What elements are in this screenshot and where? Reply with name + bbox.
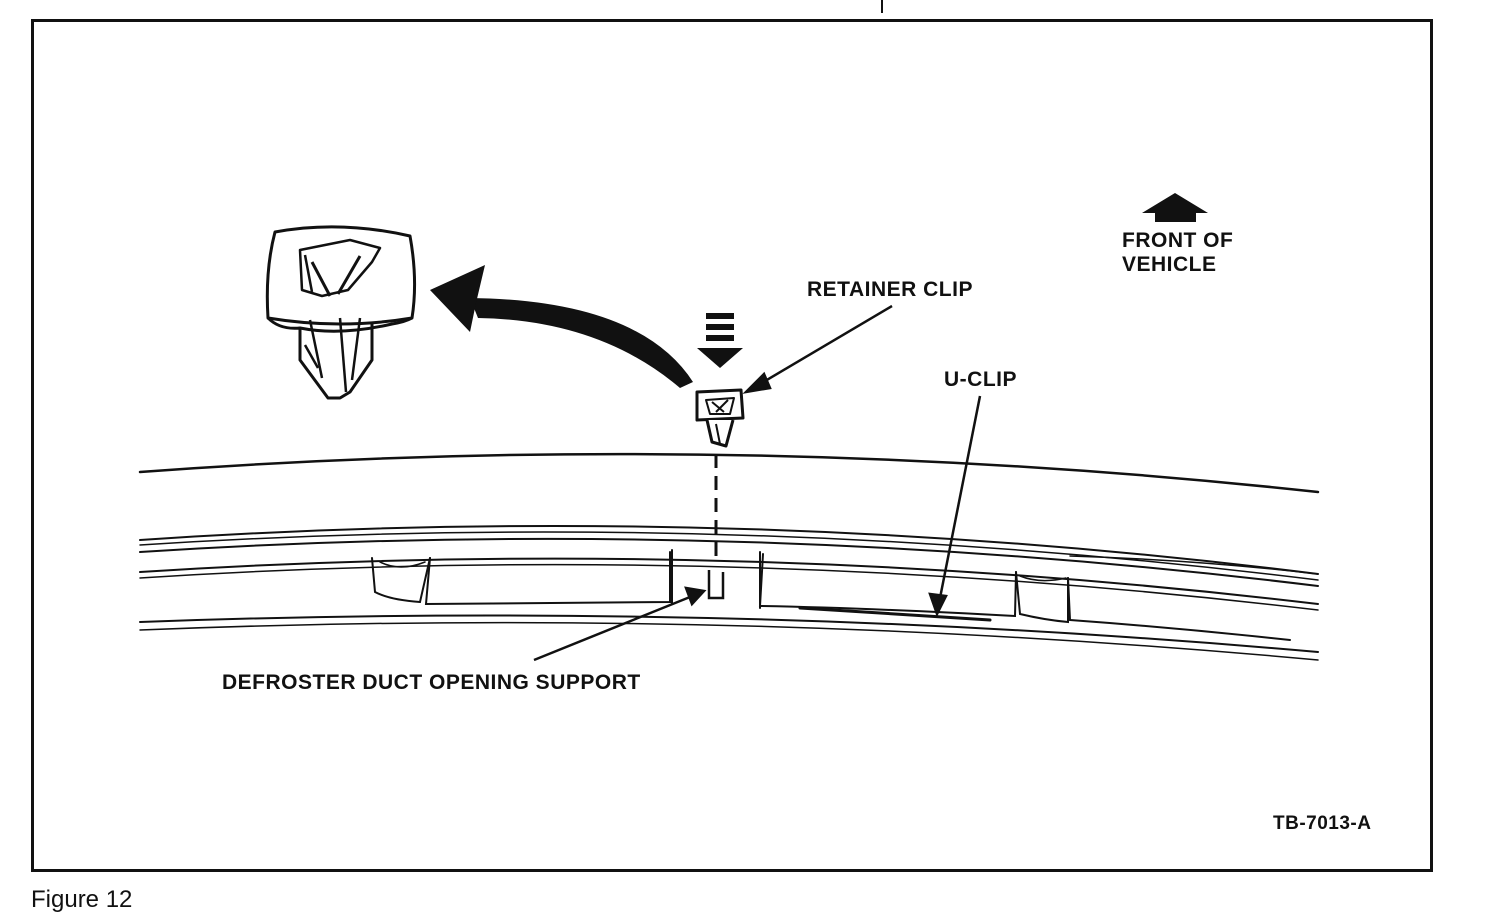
defroster-duct-label: DEFROSTER DUCT OPENING SUPPORT (222, 671, 641, 694)
u-clip-slot (707, 570, 725, 600)
front-arrow-icon (1142, 193, 1208, 222)
push-down-arrow-icon (697, 313, 743, 368)
front-of-vehicle-line2: VEHICLE (1122, 253, 1217, 276)
curved-arrow-head-icon (430, 265, 485, 332)
leader-arrows (533, 304, 982, 662)
retainer-clip-label: RETAINER CLIP (807, 278, 973, 301)
u-clip-label: U-CLIP (944, 368, 1017, 391)
retainer-clip-icon (695, 388, 745, 448)
front-of-vehicle-line1: FRONT OF (1122, 229, 1234, 252)
figure-code-label: TB-7013-A (1273, 813, 1372, 834)
front-of-vehicle-label: FRONT OF VEHICLE (1122, 229, 1233, 277)
figure-caption: Figure 12 (31, 886, 133, 913)
enlarged-clip-icon (265, 225, 417, 400)
figure-frame (31, 19, 1433, 872)
curved-arrow-body (470, 298, 693, 388)
dash-panel (138, 452, 1320, 661)
